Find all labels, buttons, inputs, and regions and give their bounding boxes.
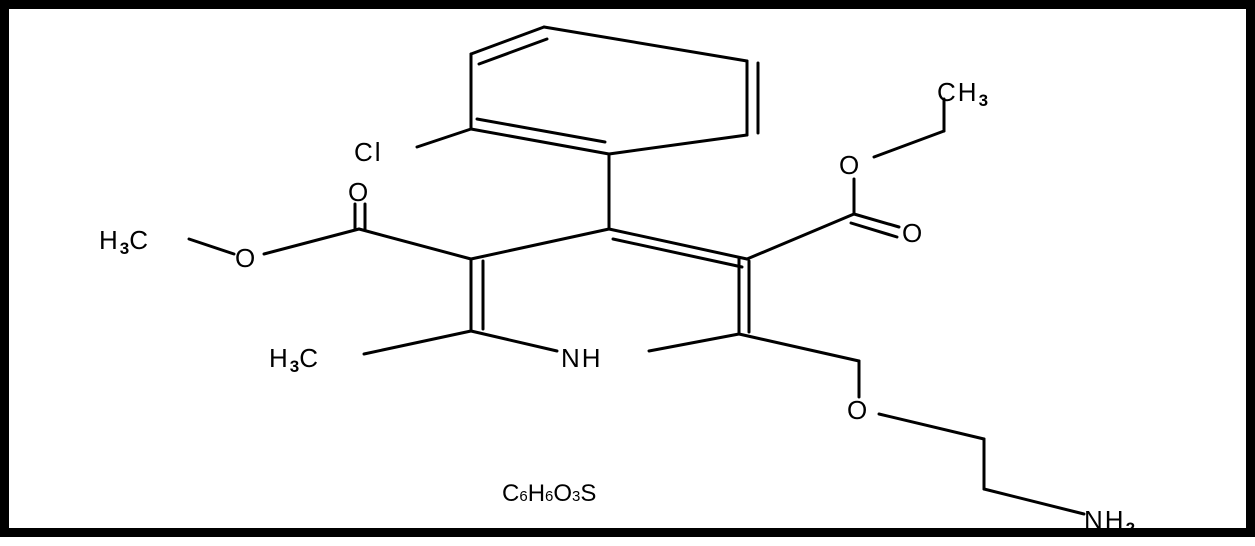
bond-c2-methyl (362, 329, 473, 356)
bond-ester-o-ch2 (872, 129, 946, 159)
bond-c-cl (415, 127, 473, 149)
formula-h: H (528, 480, 545, 507)
bond-c2-n (469, 329, 559, 353)
h3c-ring-sub: 3 (290, 357, 299, 376)
formula-c-sub: 6 (519, 488, 527, 505)
atom-nh: NH (561, 343, 603, 373)
atom-o-methyl-carbonyl: O (348, 177, 370, 207)
chemical-structure-diagram: Cl O O H3C H3C NH O O CH3 O NH2 C6H6O3S (99, 25, 1135, 538)
bond-carbonyl-o-right (852, 212, 901, 229)
bond-carbonyl-ester-o-left (262, 227, 361, 256)
salt-formula: C6H6O3S (502, 480, 596, 507)
h3c-ring-h: H (269, 343, 290, 373)
bond-ring-c5-c6 (469, 127, 611, 156)
formula-o-sub: 3 (572, 488, 580, 505)
nh2-n: NH (1084, 505, 1126, 535)
bond-ester-o-methyl-left (187, 237, 236, 256)
h3c-methoxy-sub: 3 (120, 239, 129, 258)
group-h3c-ring: H3C (269, 343, 320, 376)
formula-o: O (553, 480, 572, 507)
atom-cl: Cl (354, 137, 383, 167)
bond-c4-c5 (607, 227, 749, 261)
h3c-ring-c: C (299, 343, 320, 373)
bond-ch2-nh2 (982, 487, 1086, 516)
group-ch3: CH3 (937, 77, 988, 110)
bond-c4-c5-double (611, 237, 744, 269)
chlorophenyl-ring (469, 25, 760, 156)
formula-c: C (502, 480, 519, 507)
ch3-sub: 3 (979, 91, 988, 110)
bond-c4-c3 (469, 227, 611, 261)
bond-o-ether-ch2 (877, 412, 986, 441)
atom-o-ethyl-carbonyl: O (902, 218, 924, 248)
formula-s: S (580, 480, 596, 507)
h3c-methoxy-c: C (129, 225, 150, 255)
nh2-sub: 2 (1126, 519, 1135, 538)
atom-o-methyl-ester: O (235, 243, 257, 273)
group-h3c-methoxy: H3C (99, 225, 150, 258)
bond-ring-c5-c6-double (475, 117, 607, 144)
bond-c6-ch2 (737, 332, 861, 363)
bond-ring-c1-c2-double (477, 37, 549, 66)
atom-o-ethyl-ester: O (839, 150, 861, 180)
dihydropyridine-ring (469, 227, 751, 353)
bond-c3-carbonyl-c (357, 227, 473, 261)
bond-c5-carbonyl-c (745, 212, 856, 261)
bond-ring-c1-c2 (469, 25, 546, 56)
ch3-c: CH (937, 77, 979, 107)
bond-n-c6 (647, 332, 741, 353)
h3c-methoxy-h: H (99, 225, 120, 255)
group-nh2: NH2 (1084, 505, 1135, 538)
bond-carbonyl-o-right-double (849, 221, 899, 239)
bond-ring-c2-c3 (542, 25, 749, 63)
atom-o-ether: O (847, 395, 869, 425)
formula-h-sub: 6 (545, 488, 553, 505)
bond-ring-c4-c5 (607, 133, 749, 156)
